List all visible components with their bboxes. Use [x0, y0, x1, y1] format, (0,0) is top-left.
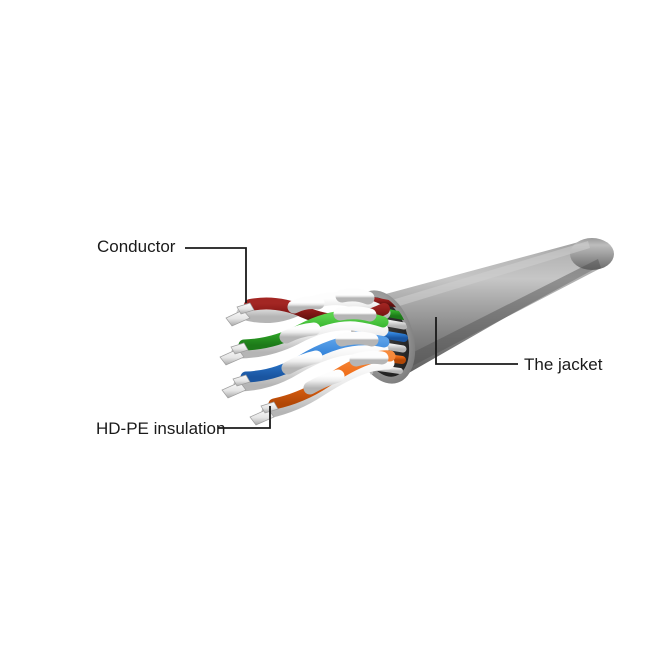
- wire-twist-crossover: [303, 369, 345, 395]
- wire-twist-crossover: [281, 350, 323, 375]
- wire-twist-crossover: [335, 331, 379, 347]
- leader-line-conductor: [185, 247, 247, 303]
- leader-line-hdpe-insulation: [218, 406, 271, 429]
- wire-twist-crossover: [349, 350, 389, 367]
- conductor-tip: [236, 302, 255, 315]
- wire-pair-blue: [221, 331, 390, 399]
- wire-twist-crossover: [287, 296, 325, 314]
- conductor-tip: [221, 381, 247, 399]
- wire-white-brown: [236, 292, 391, 324]
- conductor-tip: [230, 342, 249, 355]
- conductor-tip: [232, 374, 251, 387]
- wire-pair-green: [219, 306, 389, 366]
- wire-twist-crossover: [333, 306, 377, 322]
- leader-line-jacket: [435, 317, 518, 365]
- label-hdpe-insulation: HD-PE insulation: [96, 419, 225, 438]
- wire-pair-orange: [249, 350, 396, 426]
- conductor-tip: [249, 408, 275, 426]
- label-conductor: Conductor: [97, 237, 176, 256]
- jacket-highlight: [392, 241, 590, 307]
- label-jacket: The jacket: [524, 355, 603, 374]
- wire-twist-crossover: [335, 288, 375, 305]
- conductor-tip: [225, 309, 251, 327]
- jacket-shadow: [394, 259, 601, 374]
- wire-twist-crossover: [279, 322, 321, 344]
- wire-white-green: [231, 317, 389, 359]
